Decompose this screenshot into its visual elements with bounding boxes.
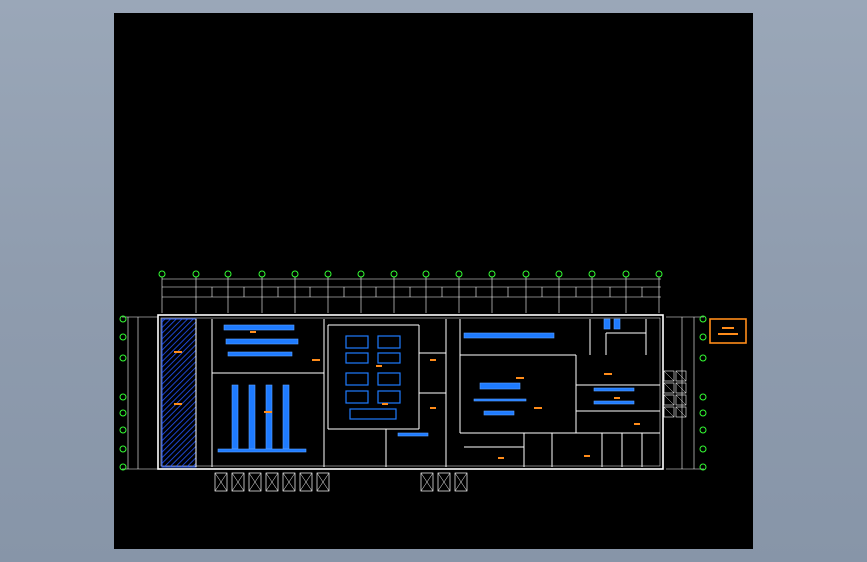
processing-tower-3 [265,384,273,450]
process-line-4 [473,398,527,402]
grid-bubble-icon [119,445,127,453]
fan-unit-icon [663,406,687,418]
grid-bubble-icon [588,270,596,278]
process-line-3 [483,410,515,416]
tower-header [217,448,307,453]
fan-unit-icon [248,472,262,492]
grid-bubble-icon [699,315,707,323]
grid-bubble-icon [455,270,463,278]
grid-bubble-icon [357,270,365,278]
machine-b1 [345,372,369,386]
fan-unit-icon [420,472,434,492]
conveyor-line-2 [225,338,299,345]
machine-b4 [377,390,401,404]
top-grid-bubbles [158,270,663,278]
hatched-storage-zone [161,318,197,468]
grid-bubble-icon [119,333,127,341]
grid-bubble-icon [119,426,127,434]
bench-3 [593,400,635,405]
processing-tower-2 [248,384,256,450]
fan-unit-icon [282,472,296,492]
grid-bubble-icon [622,270,630,278]
grid-bubble-icon [555,270,563,278]
machine-b2 [377,372,401,386]
top-dimension-chain [161,277,661,313]
machine-a2 [377,335,401,349]
grid-bubble-icon [699,354,707,362]
grid-bubble-icon [324,270,332,278]
bench-1 [397,432,429,437]
fan-unit-icon [663,382,687,394]
grid-bubble-icon [119,393,127,401]
fan-unit-icon [265,472,279,492]
fan-unit-icon [454,472,468,492]
grid-bubble-icon [699,445,707,453]
grid-bubble-icon [224,270,232,278]
grid-bubble-icon [192,270,200,278]
grid-bubble-icon [158,270,166,278]
grid-bubble-icon [119,315,127,323]
grid-bubble-icon [119,354,127,362]
cabinet-2 [613,318,621,330]
grid-bubble-icon [422,270,430,278]
process-line-2 [479,382,521,390]
right-grid-bubbles [699,315,707,471]
grid-bubble-icon [699,463,707,471]
bench-2 [593,387,635,392]
conveyor-line-3 [227,351,293,357]
machine-a1 [345,335,369,349]
grid-bubble-icon [488,270,496,278]
grid-bubble-icon [119,409,127,417]
process-line-1 [463,332,555,339]
fan-unit-icon [214,472,228,492]
left-grid-bubbles [119,315,127,471]
fan-unit-icon [231,472,245,492]
grid-bubble-icon [390,270,398,278]
machine-a3 [345,352,369,364]
grid-bubble-icon [699,409,707,417]
fan-unit-icon [663,394,687,406]
orange-annotations [174,331,640,459]
fan-units [214,370,687,492]
cabinet-1 [603,318,611,330]
fan-unit-icon [299,472,313,492]
conveyor-line-1 [223,324,295,331]
title-block [709,318,747,344]
processing-tower-1 [231,384,239,450]
building-outline [157,314,664,470]
grid-bubble-icon [699,426,707,434]
grid-bubble-icon [699,393,707,401]
grid-bubble-icon [119,463,127,471]
grid-bubble-icon [699,333,707,341]
processing-tower-4 [282,384,290,450]
left-dimension-chain [122,316,158,470]
cad-viewport[interactable] [114,13,753,549]
fan-unit-icon [316,472,330,492]
fan-unit-icon [437,472,451,492]
grid-bubble-icon [655,270,663,278]
factory-floor-plan [119,270,747,492]
machine-b3 [345,390,369,404]
machine-c1 [349,408,397,420]
interior-walls [195,319,660,467]
machine-a4 [377,352,401,364]
equipment-layout [217,318,635,453]
grid-bubble-icon [258,270,266,278]
fan-unit-icon [663,370,687,382]
grid-bubble-icon [522,270,530,278]
grid-bubble-icon [291,270,299,278]
